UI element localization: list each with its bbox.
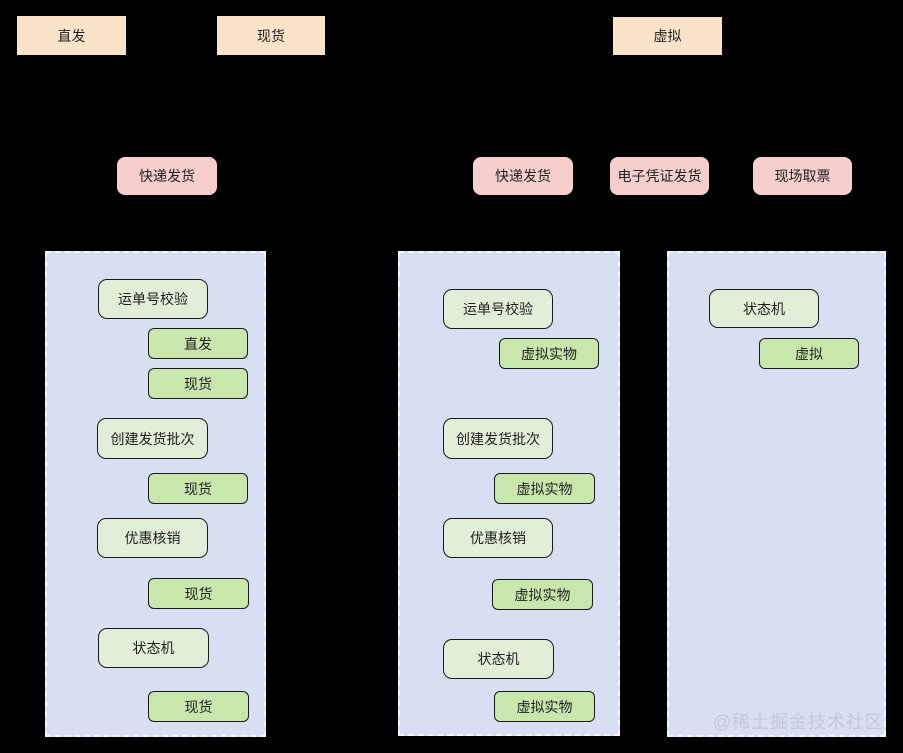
node-label: 虚拟实物 xyxy=(516,480,573,497)
node-tag-spot-goods: 现货 xyxy=(148,368,248,399)
node-label: 运单号校验 xyxy=(463,301,533,317)
node-label: 状态机 xyxy=(743,300,785,317)
node-express-delivery-middle: 快递发货 xyxy=(473,157,573,195)
group-express-physical: 运单号校验直发现货创建发货批次现货优惠核销现货状态机现货 xyxy=(45,251,266,737)
node-spot-goods: 现货 xyxy=(217,16,325,55)
node-label: 电子凭证发货 xyxy=(617,168,702,184)
node-state-machine: 状态机 xyxy=(98,628,209,668)
node-label: 虚拟实物 xyxy=(514,586,571,603)
watermark: @稀土掘金技术社区 xyxy=(712,712,884,732)
node-tag-virtual-physical: 虚拟实物 xyxy=(492,579,593,610)
node-direct-ship: 直发 xyxy=(17,16,126,55)
node-label: 优惠核销 xyxy=(124,530,181,546)
node-label: 创建发货批次 xyxy=(110,430,195,447)
node-tag-spot-goods: 现货 xyxy=(148,578,249,609)
node-label: 现货 xyxy=(184,375,212,392)
node-evoucher-delivery: 电子凭证发货 xyxy=(610,157,709,195)
node-tag-virtual-physical: 虚拟实物 xyxy=(499,338,599,369)
node-onsite-ticket: 现场取票 xyxy=(753,157,852,195)
node-create-shipment-batch: 创建发货批次 xyxy=(443,418,553,459)
node-label: 现货 xyxy=(257,27,285,44)
node-waybill-check: 运单号校验 xyxy=(443,289,553,329)
node-label: 虚拟 xyxy=(795,345,823,362)
node-tag-virtual: 虚拟 xyxy=(759,338,859,369)
node-label: 虚拟 xyxy=(653,28,682,44)
node-label: 现货 xyxy=(184,698,213,715)
group-virtual: 状态机虚拟 xyxy=(667,251,886,737)
node-tag-spot-goods: 现货 xyxy=(148,473,248,504)
node-express-delivery-left: 快递发货 xyxy=(117,157,217,195)
node-tag-virtual-physical: 虚拟实物 xyxy=(494,691,595,722)
node-label: 虚拟实物 xyxy=(516,698,573,715)
node-label: 直发 xyxy=(57,27,86,44)
node-label: 虚拟实物 xyxy=(521,345,577,362)
node-label: 运单号校验 xyxy=(118,291,188,307)
node-label: 现场取票 xyxy=(774,168,831,184)
node-tag-spot-goods: 现货 xyxy=(148,691,249,722)
node-state-machine: 状态机 xyxy=(443,639,554,679)
node-label: 快递发货 xyxy=(495,168,551,184)
node-label: 状态机 xyxy=(132,640,175,656)
node-label: 直发 xyxy=(184,335,212,352)
node-tag-direct-ship: 直发 xyxy=(148,328,248,359)
node-label: 现货 xyxy=(184,480,212,497)
node-label: 快递发货 xyxy=(139,168,195,184)
node-virtual: 虚拟 xyxy=(613,17,722,55)
group-express-virtual-physical: 运单号校验虚拟实物创建发货批次虚拟实物优惠核销虚拟实物状态机虚拟实物 xyxy=(398,251,620,736)
node-create-shipment-batch: 创建发货批次 xyxy=(97,418,208,459)
node-coupon-redeem: 优惠核销 xyxy=(97,518,208,558)
node-label: 创建发货批次 xyxy=(456,430,540,447)
node-tag-virtual-physical: 虚拟实物 xyxy=(494,473,595,504)
node-label: 状态机 xyxy=(477,651,520,667)
node-coupon-redeem: 优惠核销 xyxy=(443,518,553,558)
node-label: 现货 xyxy=(184,585,213,602)
node-state-machine: 状态机 xyxy=(709,289,819,328)
node-label: 优惠核销 xyxy=(470,530,526,546)
node-waybill-check: 运单号校验 xyxy=(98,279,208,319)
